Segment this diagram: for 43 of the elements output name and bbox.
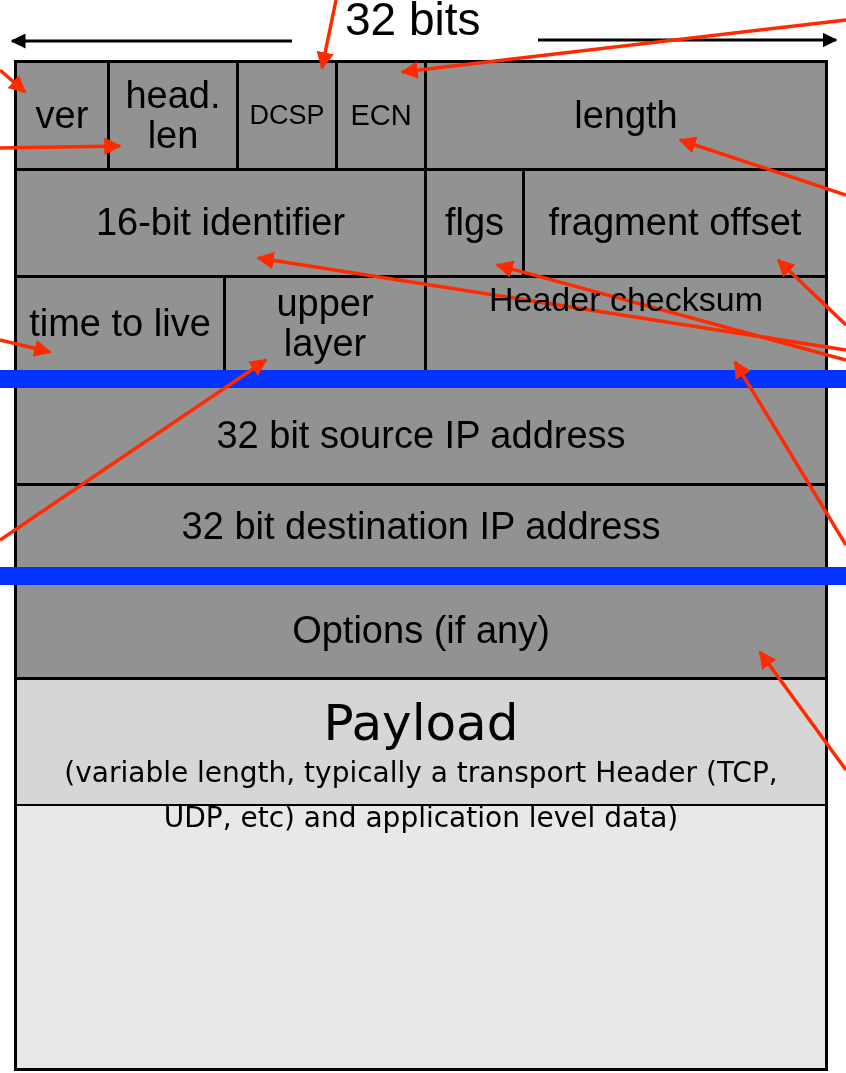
leader-arrow: [758, 650, 846, 772]
field-name: head. len: [124, 75, 222, 156]
leader-arrow: [256, 251, 846, 352]
field-name: fragment offset: [548, 203, 802, 243]
section-description: (variable length, typically a transport Header (TCP, UDP, etc) and application level data): [63, 755, 779, 836]
header-field: [14, 168, 427, 278]
header-field: [335, 60, 427, 171]
header-field: [424, 275, 828, 373]
leader-arrow: [0, 68, 27, 94]
leader-arrow: [678, 136, 846, 197]
header-field: [14, 385, 828, 486]
leader-arrow: [0, 137, 122, 155]
header-field: [107, 60, 239, 171]
field-name: 32 bit source IP address: [216, 415, 626, 456]
header-field: [14, 582, 828, 680]
header-field: [236, 60, 338, 171]
header-field: [424, 168, 525, 278]
leader-arrow: [776, 258, 846, 327]
field-name: Options (if any): [292, 611, 550, 651]
field-name: 32 bit destination IP address: [181, 506, 661, 547]
field-name: flgs: [444, 203, 505, 243]
header-field: [14, 483, 828, 570]
field-name: ECN: [350, 100, 412, 131]
header-field: [14, 275, 226, 373]
header-field: [522, 168, 828, 278]
header-field: [424, 60, 828, 171]
header-field: [14, 60, 110, 171]
leader-arrow: [316, 0, 338, 70]
leader-arrow: [0, 338, 52, 357]
field-name: ver: [35, 95, 89, 136]
section-title: Payload: [322, 696, 520, 751]
leader-arrow: [400, 18, 846, 79]
dimension-label: 32 bits: [345, 0, 481, 45]
leader-arrow: [495, 260, 846, 362]
header-field: [223, 275, 427, 373]
field-name: upper layer: [275, 284, 375, 364]
field-name: time to live: [29, 304, 211, 344]
leader-arrow: [733, 360, 846, 546]
payload-section: [14, 677, 828, 1071]
field-name: DCSP: [249, 101, 325, 130]
field-name: 16-bit identifier: [95, 203, 346, 243]
leader-arrow: [0, 358, 268, 542]
field-name: length: [574, 95, 678, 136]
